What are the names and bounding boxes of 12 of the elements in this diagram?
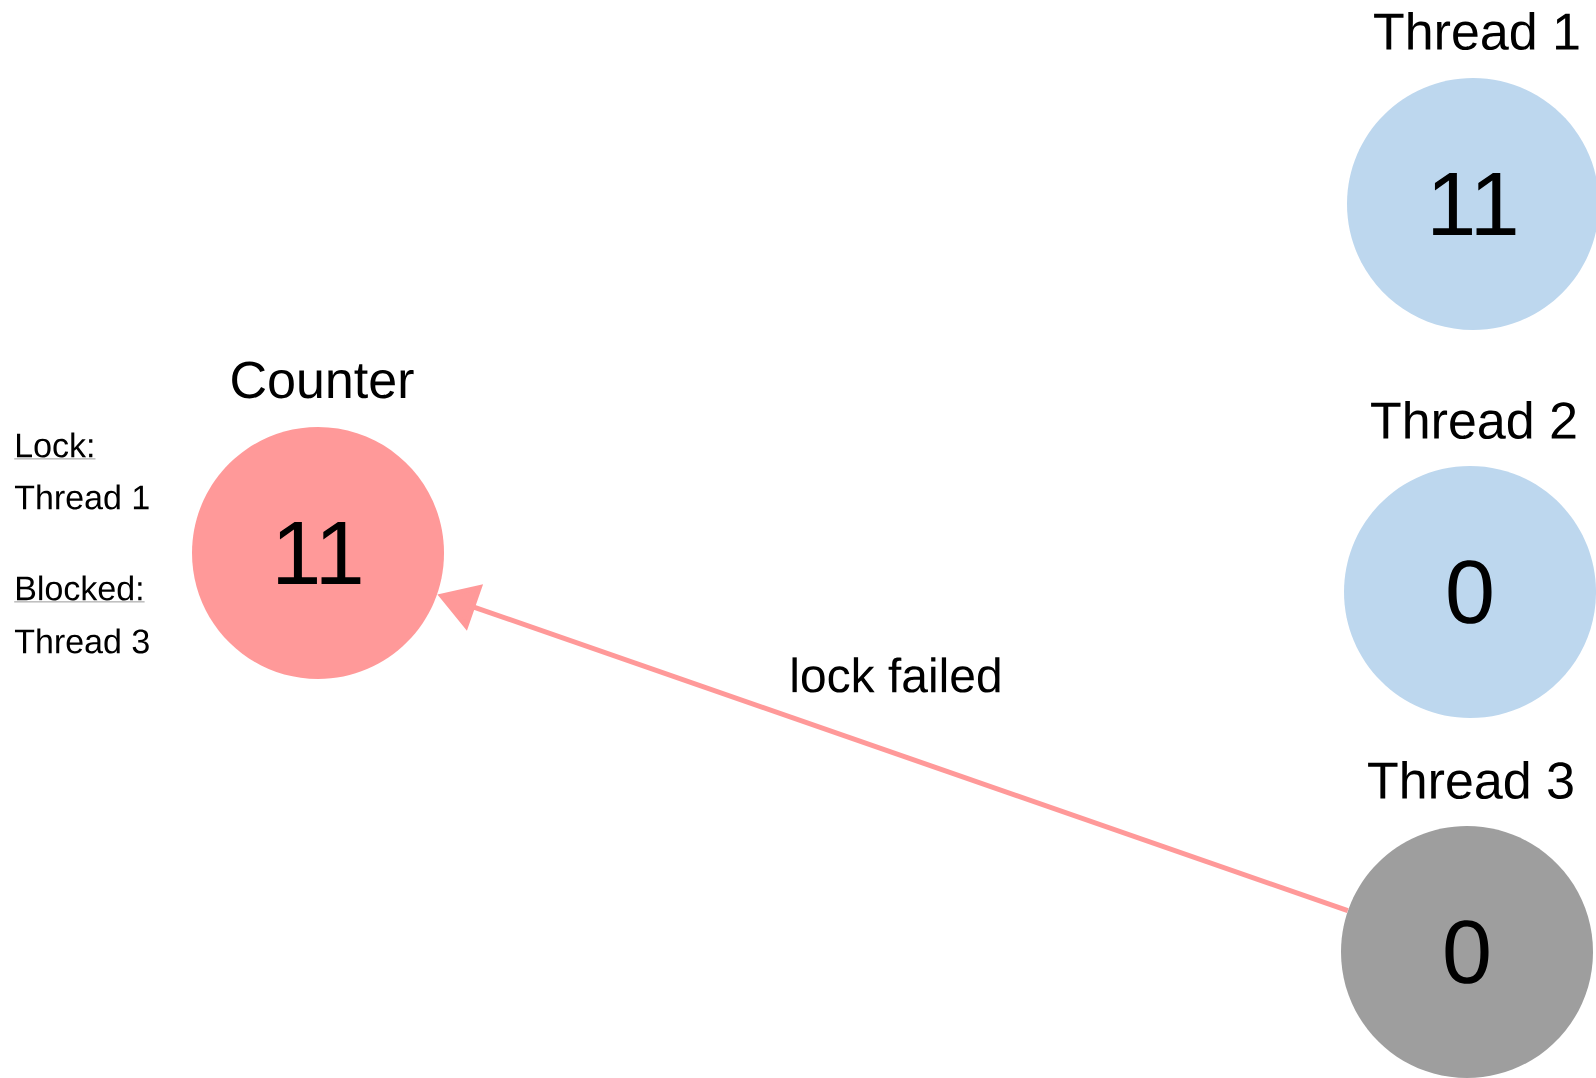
circle-node: 0	[1344, 466, 1596, 718]
side-label: Thread 1	[15, 484, 149, 510]
side-label: Thread 3	[15, 628, 149, 654]
node-heading: Thread 3	[1368, 760, 1573, 800]
side-label: Blocked:	[14, 575, 145, 603]
side-label: Lock:	[14, 432, 96, 460]
circle-node: 0	[1341, 826, 1593, 1078]
edge-label: lock failed	[792, 657, 1000, 693]
node-heading: Counter	[232, 361, 414, 399]
node-heading: Thread 1	[1374, 11, 1579, 51]
circle-node: 11	[192, 427, 444, 679]
node-heading: Thread 2	[1371, 400, 1576, 440]
